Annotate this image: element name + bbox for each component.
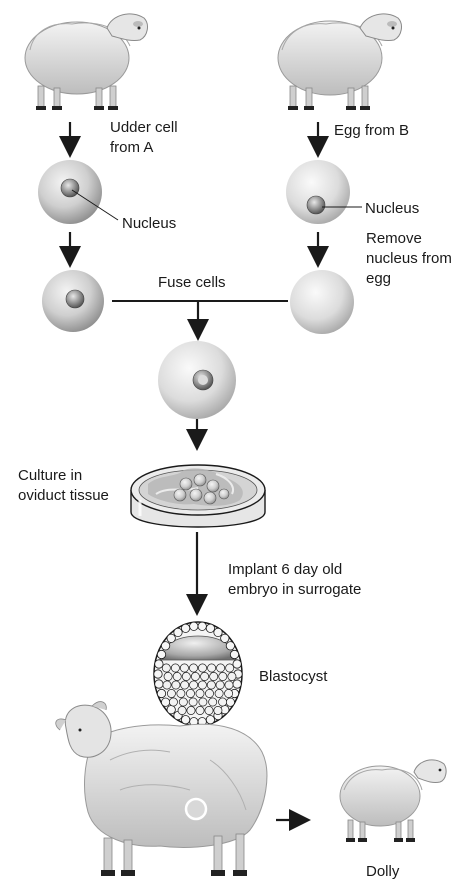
- udder-cell: [38, 160, 118, 224]
- blastocyst-cell: [209, 698, 217, 706]
- blastocyst-cell: [189, 664, 197, 672]
- blastocyst-cell: [205, 706, 213, 714]
- blastocyst-cell: [163, 681, 171, 689]
- dolly-sheep-icon: [340, 760, 446, 842]
- surrogate-sheep-icon: [56, 702, 267, 876]
- blastocyst-cell: [181, 624, 189, 632]
- blastocyst-cell: [191, 672, 199, 680]
- remove-nucleus-label-line2: nucleus from: [366, 249, 452, 268]
- blastocyst-cell: [225, 681, 233, 689]
- egg-nucleus: [307, 196, 325, 214]
- remove-nucleus-label-line3: egg: [366, 269, 391, 288]
- blastocyst-cell: [161, 642, 169, 650]
- blastocyst-cell: [162, 664, 170, 672]
- blastocyst-cell: [157, 650, 165, 658]
- blastocyst-icon: [154, 622, 242, 726]
- blastocyst-cell: [226, 698, 234, 706]
- blastocyst-cell: [157, 689, 165, 697]
- egg-cell: [286, 160, 362, 224]
- blastocyst-cell: [178, 706, 186, 714]
- implant-site-marker: [186, 799, 206, 819]
- blastocyst-cell: [182, 672, 190, 680]
- blastocyst-cell: [169, 698, 177, 706]
- blastocyst-cell: [210, 672, 218, 680]
- blastocyst-cell: [154, 670, 162, 678]
- egg-from-b-label: Egg from B: [334, 121, 409, 140]
- blastocyst-cell: [215, 689, 223, 697]
- blastocyst-cell: [167, 706, 175, 714]
- blastocyst-cell: [172, 681, 180, 689]
- blastocyst-cell: [167, 689, 175, 697]
- blastocyst-cell: [196, 689, 204, 697]
- blastocyst-cell: [226, 642, 234, 650]
- donor-cell: [42, 270, 104, 332]
- culture-label-line1: Culture in: [18, 466, 82, 485]
- blastocyst-cell: [228, 672, 236, 680]
- blastocyst-cell: [196, 706, 204, 714]
- blastocyst-cell: [198, 622, 206, 630]
- blastocyst-cell: [190, 681, 198, 689]
- remove-nucleus-label-line1: Remove: [366, 229, 422, 248]
- fused-cell: [158, 341, 236, 419]
- sheep-a-icon: [25, 14, 147, 110]
- nucleus-left-label: Nucleus: [122, 214, 176, 233]
- implant-label-line1: Implant 6 day old: [228, 560, 342, 579]
- blastocyst-cell: [233, 680, 241, 688]
- blastocyst-cell: [233, 660, 241, 668]
- blastocyst-cell: [206, 624, 214, 632]
- blastocyst-cell: [155, 660, 163, 668]
- blastocyst-cell: [198, 681, 206, 689]
- sheep-b-icon: [278, 14, 401, 110]
- enucleated-egg: [290, 270, 354, 334]
- blastocyst-cell: [171, 664, 179, 672]
- blastocyst-cell: [155, 680, 163, 688]
- blastocyst-cell: [198, 664, 206, 672]
- fuse-cells-label: Fuse cells: [158, 273, 226, 292]
- blastocyst-cell: [206, 716, 214, 724]
- culture-label-line2: oviduct tissue: [18, 486, 109, 505]
- blastocyst-cell: [216, 681, 224, 689]
- blastocyst-cell: [164, 672, 172, 680]
- blastocyst-cell: [187, 706, 195, 714]
- implant-label-line2: embryo in surrogate: [228, 580, 361, 599]
- blastocyst-cell: [167, 634, 175, 642]
- blastocyst-cell: [226, 664, 234, 672]
- blastocyst-cell: [230, 650, 238, 658]
- blastocyst-cell: [174, 628, 182, 636]
- blastocyst-cell: [180, 664, 188, 672]
- petri-dish-icon: [131, 465, 265, 527]
- blastocyst-cell: [186, 689, 194, 697]
- blastocyst-cell: [177, 689, 185, 697]
- blastocyst-cell: [199, 698, 207, 706]
- udder-cell-label-line2: from A: [110, 138, 153, 157]
- nucleus-right-label: Nucleus: [365, 199, 419, 218]
- blastocyst-cell: [219, 672, 227, 680]
- blastocyst-cell: [208, 664, 216, 672]
- blastocyst-cell: [181, 716, 189, 724]
- blastocyst-cell: [214, 706, 222, 714]
- udder-cell-nucleus: [61, 179, 79, 197]
- blastocyst-cell: [205, 689, 213, 697]
- blastocyst-cell: [221, 634, 229, 642]
- blastocyst-cell: [181, 681, 189, 689]
- blastocyst-cell: [225, 689, 233, 697]
- blastocyst-cell: [217, 664, 225, 672]
- blastocyst-label: Blastocyst: [259, 667, 327, 686]
- blastocyst-cell: [207, 681, 215, 689]
- blastocyst-cell: [201, 672, 209, 680]
- udder-cell-label-line1: Udder cell: [110, 118, 178, 137]
- blastocyst-cell: [219, 698, 227, 706]
- blastocyst-cell: [173, 672, 181, 680]
- blastocyst-cell: [189, 698, 197, 706]
- blastocyst-cell: [179, 698, 187, 706]
- blastocyst-cell: [214, 628, 222, 636]
- blastocyst-cell: [161, 698, 169, 706]
- blastocyst-cell: [190, 622, 198, 630]
- dolly-label: Dolly: [366, 862, 399, 881]
